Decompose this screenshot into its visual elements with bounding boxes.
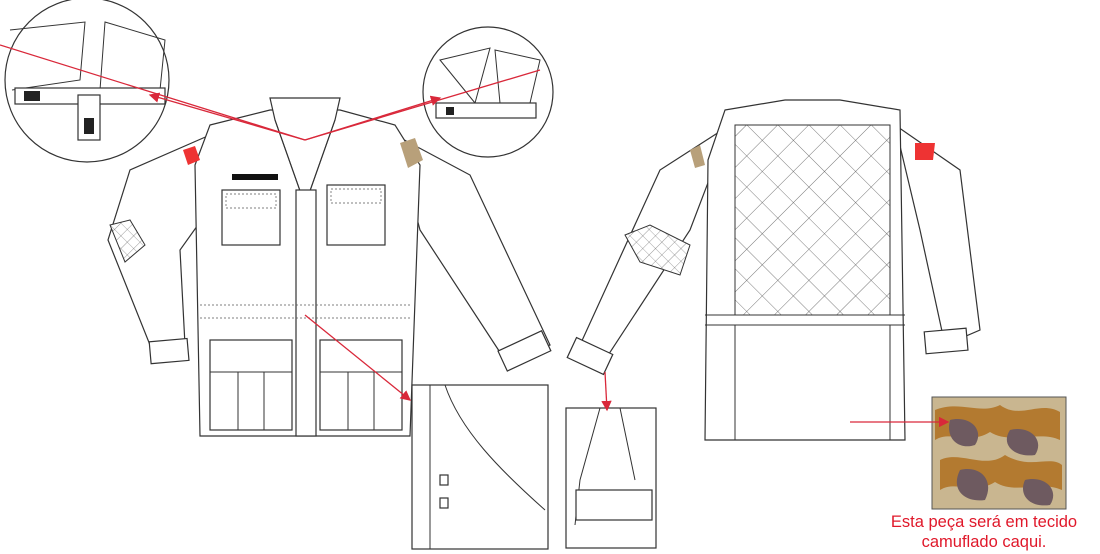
chest-pocket-left — [221, 189, 281, 246]
cuff-left — [148, 337, 190, 365]
front-view — [107, 97, 552, 437]
quilted-yoke — [734, 124, 891, 316]
fabric-note-line1: Esta peça será em tecido — [890, 513, 1078, 531]
annotation-arrows — [0, 44, 950, 428]
back-elbow-patch — [624, 224, 691, 276]
fabric-note-line2: camuflado caqui. — [921, 533, 1047, 551]
shoulder-insignia — [400, 138, 423, 168]
back-right-sleeve — [894, 123, 981, 346]
collar-detail-right — [422, 26, 554, 158]
lower-pocket-left — [209, 339, 293, 431]
back-view — [566, 99, 981, 441]
collar-detail-left — [4, 0, 170, 163]
back-cuff-left — [566, 336, 614, 376]
chest-pocket-right — [326, 184, 386, 246]
flag-patch — [183, 146, 200, 165]
lower-pocket-right — [319, 339, 403, 431]
fabric-note: Esta peça será em tecido camuflado caqui… — [868, 512, 1100, 552]
placket — [295, 189, 317, 437]
back-cuff-right — [923, 327, 969, 355]
camo-fabric-swatch — [931, 396, 1067, 510]
elbow-patch — [109, 219, 146, 263]
cuff-right — [497, 329, 552, 372]
name-tape — [232, 174, 278, 180]
placket-detail — [411, 384, 549, 550]
cuff-detail — [565, 407, 657, 549]
